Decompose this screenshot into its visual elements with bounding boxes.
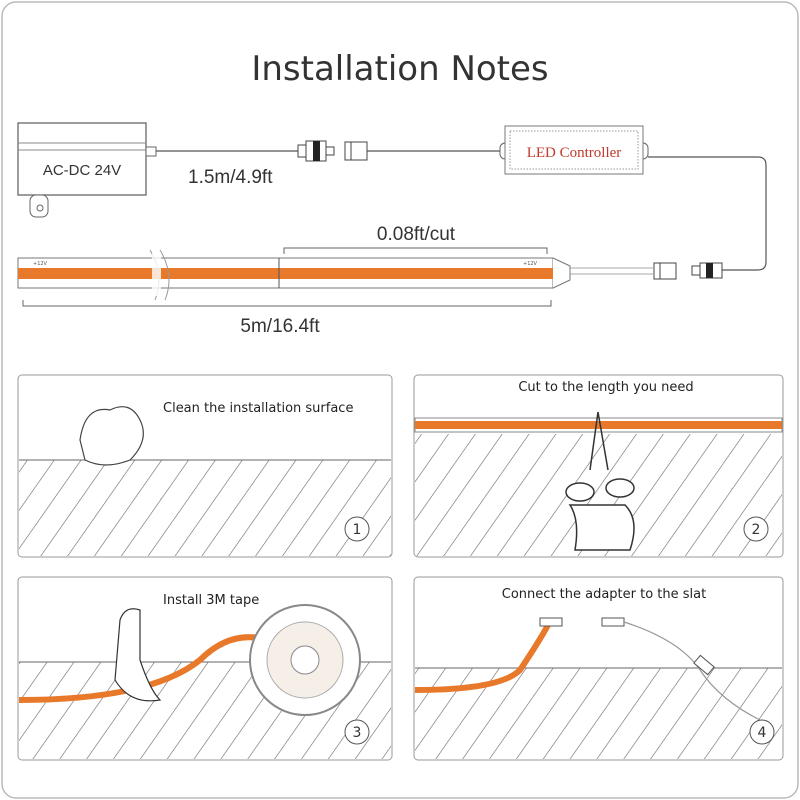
step-4-panel: Connect the adapter to the slat 4 bbox=[413, 576, 784, 761]
step-1-number: 1 bbox=[353, 522, 362, 538]
step-2-caption: Cut to the length you need bbox=[518, 380, 693, 395]
step-2-panel: Cut to the length you need 2 bbox=[413, 374, 784, 558]
controller-cable bbox=[648, 156, 767, 271]
hand-icon bbox=[114, 608, 162, 702]
cable-length-label: 1.5m/4.9ft bbox=[188, 167, 273, 188]
voltage-mark-left: +12V bbox=[33, 261, 48, 267]
step-3-number: 3 bbox=[353, 725, 362, 741]
strip-connector-male bbox=[691, 262, 723, 279]
controller-label: LED Controller bbox=[527, 145, 622, 161]
step-3-caption: Install 3M tape bbox=[163, 593, 259, 608]
strip-connector-female bbox=[653, 262, 677, 280]
cloth-hand-icon bbox=[79, 406, 144, 466]
page-title: Installation Notes bbox=[251, 49, 548, 89]
step-2-number: 2 bbox=[752, 522, 761, 538]
led-strip: +12V +12V bbox=[17, 249, 571, 301]
step-4-number: 4 bbox=[758, 725, 767, 741]
step-1-panel: Clean the installation surface 1 bbox=[17, 374, 393, 558]
adapter-label: AC-DC 24V bbox=[43, 162, 121, 179]
step-number-badge bbox=[344, 516, 370, 542]
voltage-mark-right: +12V bbox=[523, 261, 538, 267]
led-controller: LED Controller bbox=[499, 125, 649, 175]
scissors-icon bbox=[565, 411, 635, 551]
step-1-caption: Clean the installation surface bbox=[163, 401, 353, 416]
dc-connector-male bbox=[297, 140, 335, 162]
step-3-panel: Install 3M tape 3 bbox=[17, 576, 393, 761]
step-4-caption: Connect the adapter to the slat bbox=[502, 587, 706, 602]
tape-reel-icon bbox=[249, 604, 361, 716]
cut-interval-label: 0.08ft/cut bbox=[377, 224, 456, 245]
adapter-connector bbox=[601, 617, 625, 627]
strip-length-label: 5m/16.4ft bbox=[240, 316, 320, 337]
dc-connector-female bbox=[344, 141, 368, 161]
power-adapter: AC-DC 24V bbox=[17, 122, 157, 218]
strip-connector bbox=[539, 617, 563, 627]
